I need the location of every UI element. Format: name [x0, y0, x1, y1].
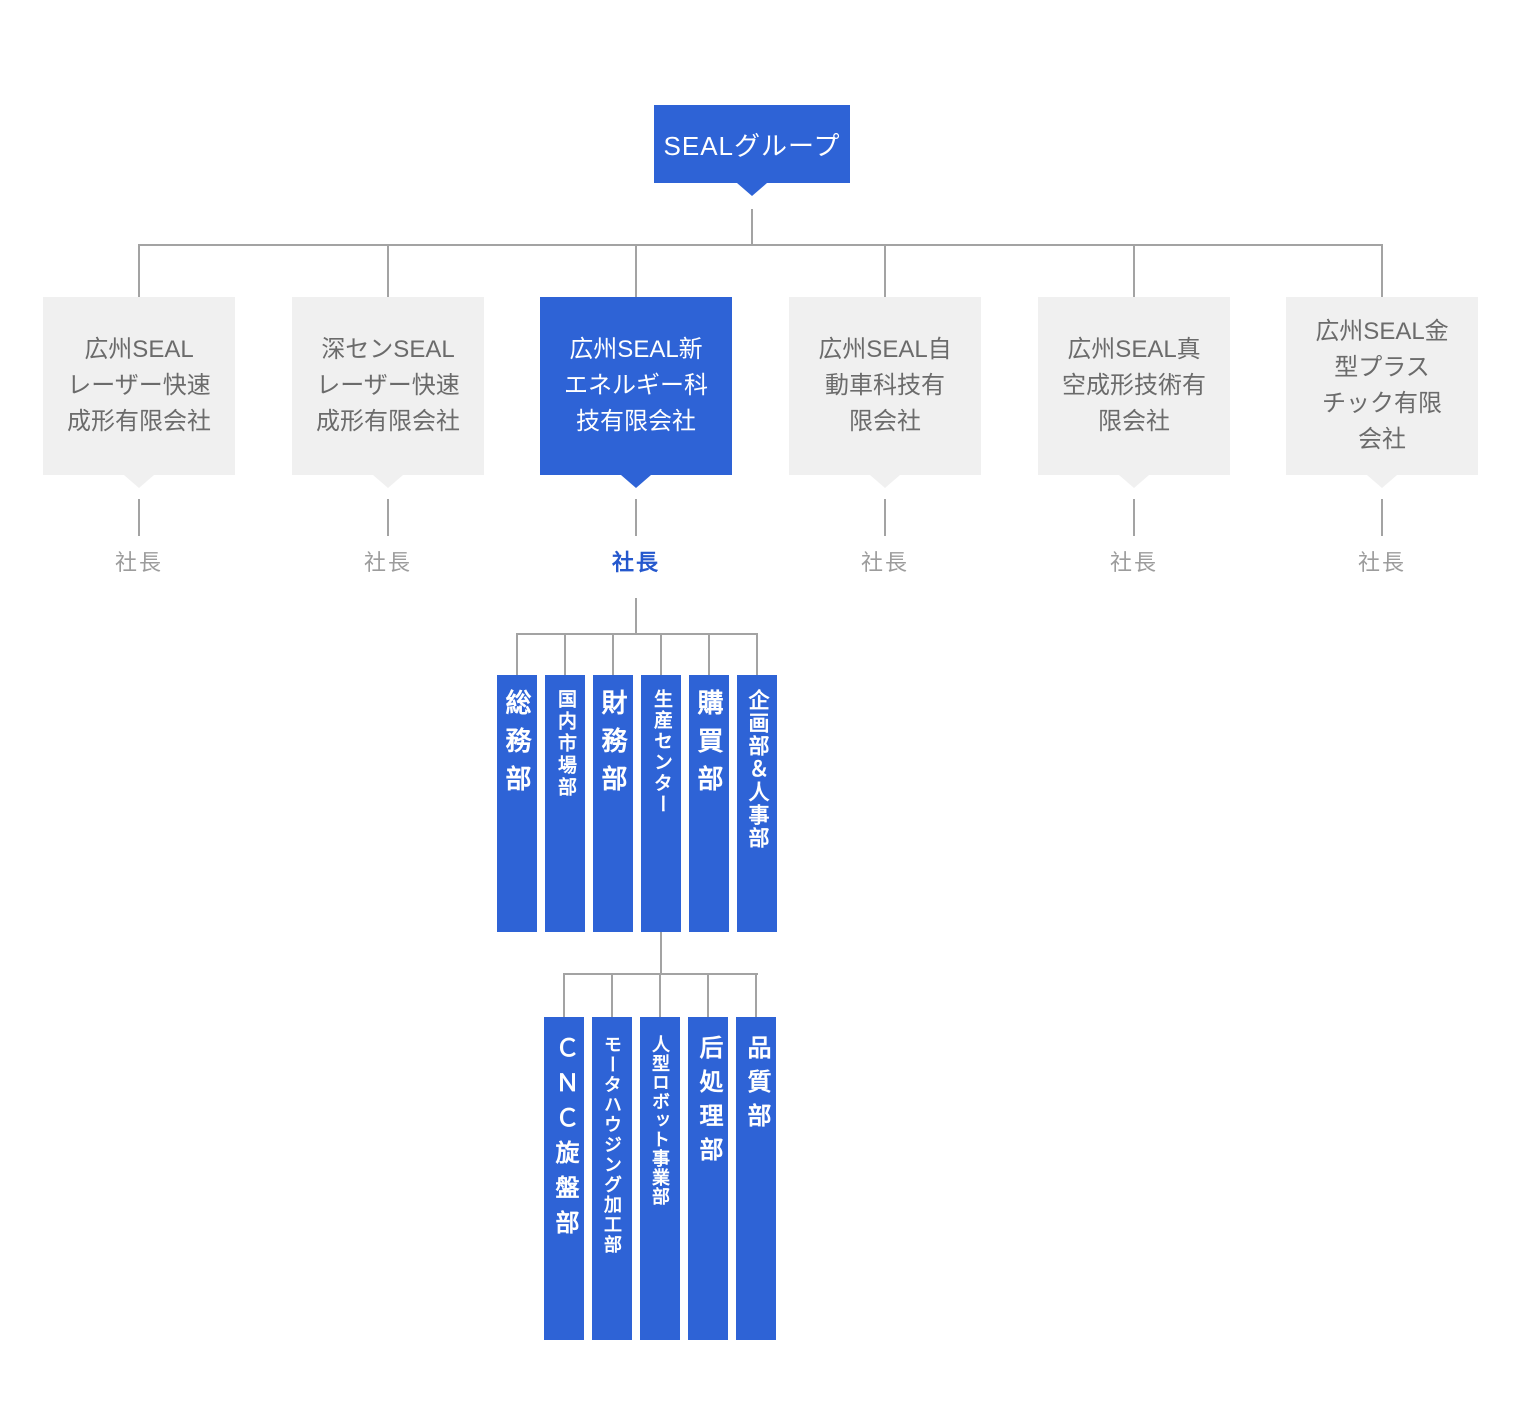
department-label: 企画部＆人事部 — [746, 689, 769, 850]
sub-department-label: ＣＮＣ旋盤部 — [551, 1035, 578, 1245]
president-label: 社長 — [363, 550, 412, 575]
sub-department-bar-5: 品質部 — [736, 1017, 776, 1340]
company-box: 広州SEAL レーザー快速 成形有限会社 — [43, 297, 235, 488]
connector-line — [516, 635, 518, 675]
company-name: 深センSEAL レーザー快速 成形有限会社 — [316, 336, 460, 435]
president-label: 社長 — [611, 550, 660, 575]
connector-line — [635, 598, 637, 633]
connector-line — [563, 973, 758, 975]
sub-department-label: 品質部 — [743, 1035, 770, 1137]
connector-line — [635, 246, 637, 297]
company-box: 広州SEAL金 型プラス チック有限 会社 — [1286, 297, 1478, 488]
connector-line — [138, 244, 1383, 246]
pointer-tail-icon — [870, 475, 900, 488]
sub-department-bar-3: 人型ロボット事業部 — [640, 1017, 680, 1340]
department-label: 購買部 — [694, 689, 724, 803]
department-bar-6: 企画部＆人事部 — [737, 675, 777, 932]
sub-department-label: 后処理部 — [695, 1035, 722, 1171]
connector-line — [756, 635, 758, 675]
company-node-3: 広州SEAL新 エネルギー科 技有限会社 社長 — [540, 297, 732, 633]
company-node-2: 深センSEAL レーザー快速 成形有限会社 社長 — [292, 297, 484, 578]
department-bar-5: 購買部 — [689, 675, 729, 932]
department-label: 財務部 — [598, 689, 628, 803]
pointer-tail-icon — [1367, 475, 1397, 488]
connector-line — [1133, 246, 1135, 297]
sub-department-label: 人型ロボット事業部 — [650, 1035, 670, 1206]
company-name: 広州SEAL自 動車科技有 限会社 — [818, 336, 952, 435]
connector-line — [564, 635, 566, 675]
sub-department-bar-1: ＣＮＣ旋盤部 — [544, 1017, 584, 1340]
connector-line — [387, 499, 389, 536]
connector-line — [1133, 499, 1135, 536]
company-node-5: 広州SEAL真 空成形技術有 限会社 社長 — [1038, 297, 1230, 578]
connector-line — [516, 633, 758, 635]
department-label: 生産センター — [651, 689, 672, 815]
pointer-tail-icon — [1119, 475, 1149, 488]
department-label: 国内市場部 — [555, 689, 576, 799]
president-label: 社長 — [1109, 550, 1158, 575]
connector-line — [660, 932, 662, 973]
departments-row: 総務部 国内市場部 財務部 生産センター 購買部 企画部＆人事部 — [497, 675, 777, 932]
company-name: 広州SEAL真 空成形技術有 限会社 — [1062, 336, 1206, 435]
company-name: 広州SEAL レーザー快速 成形有限会社 — [67, 336, 211, 435]
company-name: 広州SEAL金 型プラス チック有限 会社 — [1315, 318, 1449, 453]
connector-line — [138, 499, 140, 536]
sub-department-label: モータハウジング加工部 — [602, 1035, 622, 1255]
company-box: 広州SEAL真 空成形技術有 限会社 — [1038, 297, 1230, 488]
connector-line — [612, 635, 614, 675]
sub-department-bar-2: モータハウジング加工部 — [592, 1017, 632, 1340]
department-bar-1: 総務部 — [497, 675, 537, 932]
connector-line — [708, 635, 710, 675]
connector-line — [707, 975, 709, 1017]
connector-line — [884, 246, 886, 297]
connector-line — [755, 975, 757, 1017]
connector-line — [884, 499, 886, 536]
company-node-1: 広州SEAL レーザー快速 成形有限会社 社長 — [43, 297, 235, 578]
connector-line — [1381, 499, 1383, 536]
sub-department-bar-4: 后処理部 — [688, 1017, 728, 1340]
president-label: 社長 — [114, 550, 163, 575]
president-label: 社長 — [860, 550, 909, 575]
sub-departments-row: ＣＮＣ旋盤部 モータハウジング加工部 人型ロボット事業部 后処理部 品質部 — [544, 1017, 776, 1340]
root-node-label: SEALグループ — [663, 130, 841, 161]
company-box: 深センSEAL レーザー快速 成形有限会社 — [292, 297, 484, 488]
company-box: 広州SEAL新 エネルギー科 技有限会社 — [540, 297, 732, 488]
president-label: 社長 — [1357, 550, 1406, 575]
connector-line — [563, 975, 565, 1017]
company-box: 広州SEAL自 動車科技有 限会社 — [789, 297, 981, 488]
department-label: 総務部 — [502, 689, 532, 803]
company-name: 広州SEAL新 エネルギー科 技有限会社 — [564, 336, 708, 435]
pointer-tail-icon — [124, 475, 154, 488]
department-bar-3: 財務部 — [593, 675, 633, 932]
connector-line — [387, 246, 389, 297]
pointer-tail-icon — [373, 475, 403, 488]
pointer-tail-icon — [621, 475, 651, 488]
company-node-4: 広州SEAL自 動車科技有 限会社 社長 — [789, 297, 981, 578]
connector-line — [659, 975, 661, 1017]
department-bar-2: 国内市場部 — [545, 675, 585, 932]
company-node-6: 広州SEAL金 型プラス チック有限 会社 社長 — [1286, 297, 1478, 578]
connector-line — [138, 246, 140, 297]
connector-line — [635, 499, 637, 536]
connector-line — [1381, 246, 1383, 297]
connector-line — [611, 975, 613, 1017]
department-bar-4: 生産センター — [641, 675, 681, 932]
connector-line — [751, 209, 753, 244]
pointer-tail-icon — [737, 183, 767, 196]
root-node: SEALグループ — [654, 105, 850, 196]
connector-line — [660, 635, 662, 675]
